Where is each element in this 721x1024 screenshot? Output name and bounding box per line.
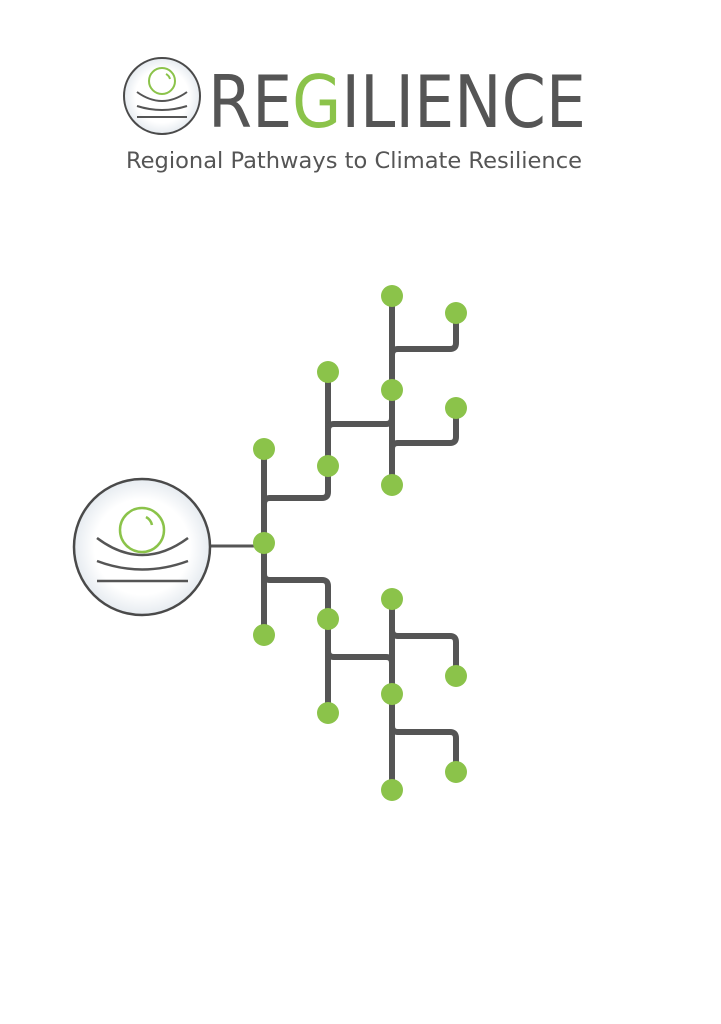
node bbox=[445, 761, 467, 783]
pathway-nodes bbox=[253, 285, 467, 801]
lower-twig-1 bbox=[389, 627, 459, 679]
lower-branch bbox=[261, 571, 331, 716]
node bbox=[445, 397, 467, 419]
node bbox=[317, 702, 339, 724]
node bbox=[445, 665, 467, 687]
emblem-icon bbox=[96, 506, 189, 583]
tagline: Regional Pathways to Climate Resilience bbox=[126, 149, 582, 174]
node bbox=[317, 455, 339, 477]
logo: REGILIENCE Regional Pathways to Climate … bbox=[123, 57, 586, 174]
node bbox=[317, 608, 339, 630]
node bbox=[253, 624, 275, 646]
lower-twig-2 bbox=[389, 723, 459, 775]
node bbox=[253, 438, 275, 460]
node bbox=[381, 588, 403, 610]
logo-emblem-icon bbox=[123, 57, 201, 135]
node bbox=[253, 532, 275, 554]
node bbox=[317, 361, 339, 383]
node bbox=[381, 379, 403, 401]
lower-sub-branch bbox=[325, 648, 395, 666]
root-bubble bbox=[72, 477, 212, 617]
node bbox=[381, 683, 403, 705]
upper-twig-1 bbox=[389, 310, 459, 358]
node bbox=[381, 285, 403, 307]
node bbox=[381, 474, 403, 496]
upper-branch bbox=[261, 369, 331, 507]
pathway-tree-diagram bbox=[208, 293, 459, 793]
node bbox=[381, 779, 403, 801]
wordmark: REGILIENCE bbox=[208, 60, 586, 144]
upper-sub-branch bbox=[325, 415, 395, 433]
upper-twig-2 bbox=[389, 405, 459, 452]
node bbox=[445, 302, 467, 324]
